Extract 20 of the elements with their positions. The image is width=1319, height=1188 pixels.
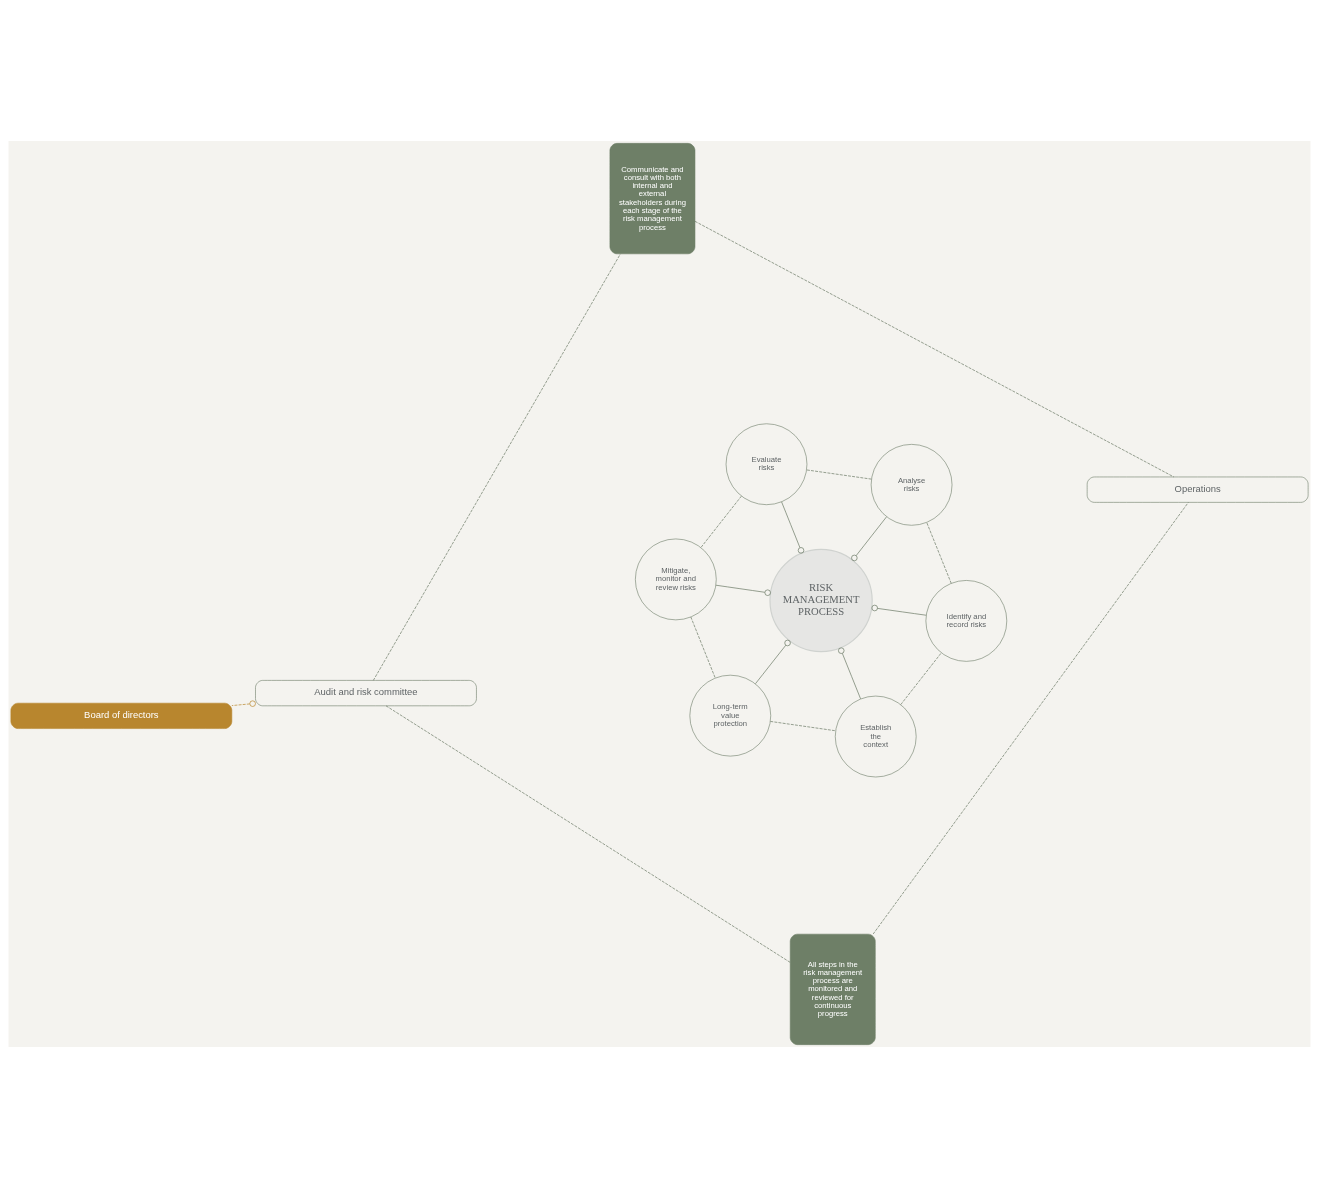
- connector: [838, 647, 861, 700]
- connector: [872, 502, 1189, 935]
- connector: [770, 721, 836, 732]
- connector: [900, 652, 942, 705]
- connector: [715, 584, 771, 596]
- node-box: Board of directors: [10, 702, 233, 729]
- connector: [231, 700, 256, 707]
- connector: [694, 220, 1175, 478]
- connector: [385, 705, 791, 963]
- connector: [871, 604, 927, 616]
- connector: [755, 639, 791, 685]
- node-box: Audit and risk committee: [255, 680, 477, 707]
- connector: [781, 501, 805, 554]
- connector: [690, 616, 716, 679]
- connector: [373, 253, 621, 681]
- connector: [926, 522, 952, 584]
- node-box: Operations: [1086, 476, 1309, 503]
- connector: [851, 516, 887, 562]
- connector: [806, 469, 872, 480]
- connector: [700, 495, 742, 548]
